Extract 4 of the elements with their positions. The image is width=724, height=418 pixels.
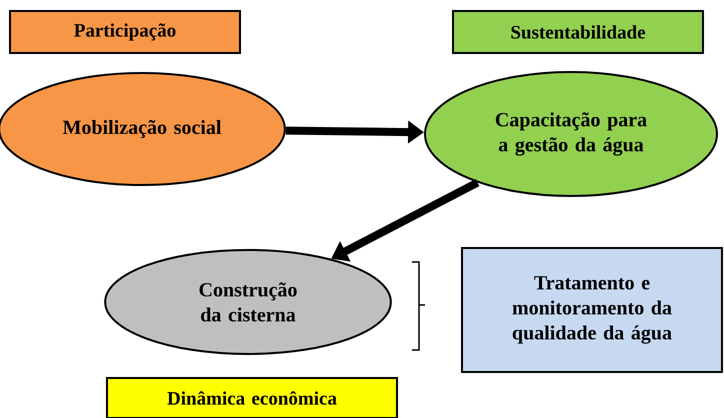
process-box: Tratamento e monitoramento da qualidade da água xyxy=(461,247,723,373)
label-box: Participação xyxy=(9,10,241,54)
label-box: Sustentabilidade xyxy=(452,10,704,54)
label-box: Dinâmica econômica xyxy=(106,376,398,418)
